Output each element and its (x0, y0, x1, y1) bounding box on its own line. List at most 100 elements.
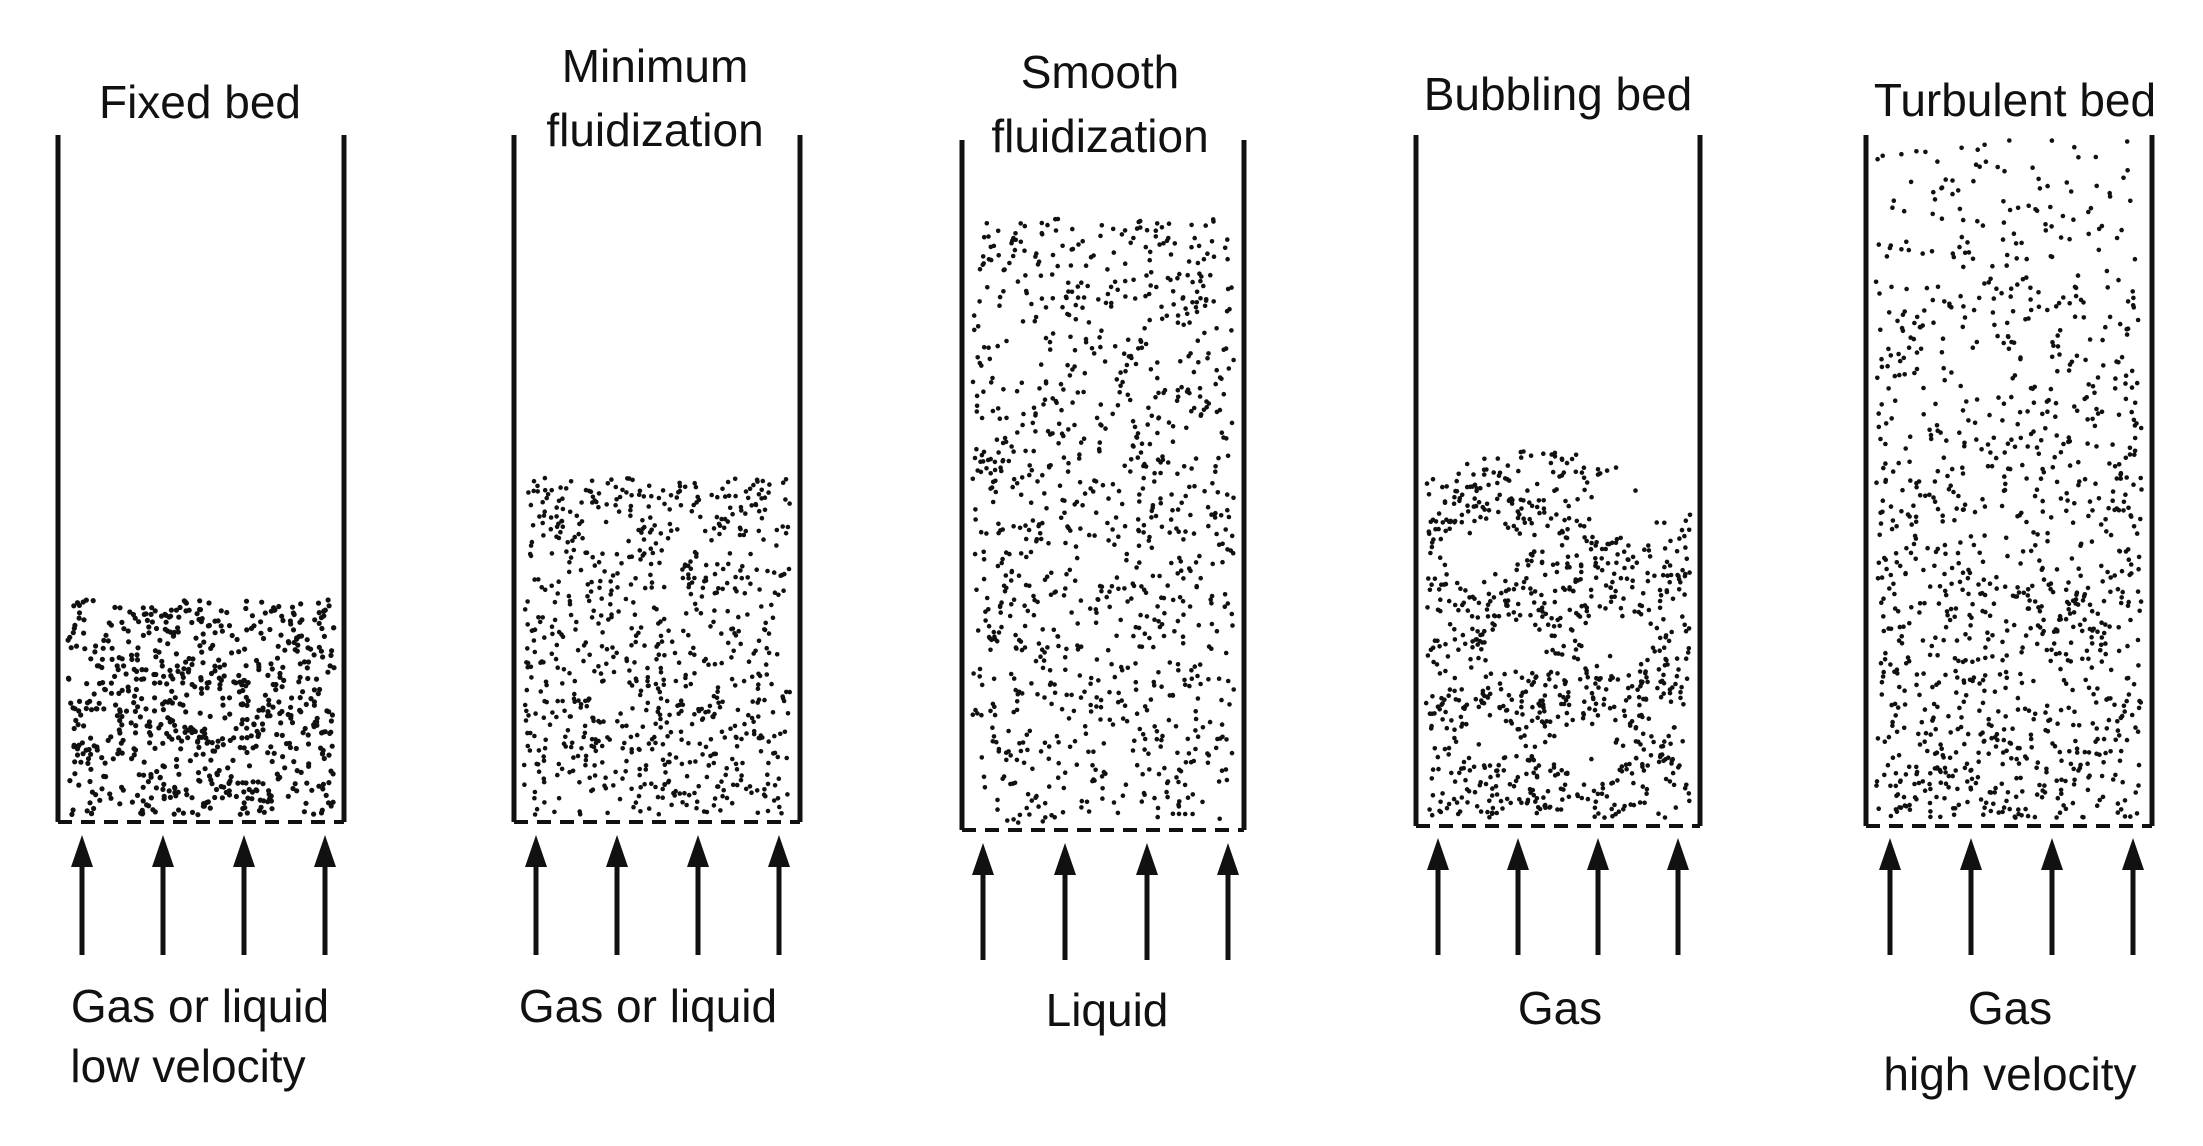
particle (1205, 760, 1211, 766)
particle (1631, 802, 1637, 808)
particle (240, 717, 246, 723)
particle (2085, 787, 2091, 793)
particle (119, 784, 125, 791)
particle (1506, 587, 1511, 592)
particle (1901, 208, 1907, 214)
particle (1966, 250, 1972, 255)
particle (1041, 658, 1047, 663)
particle (2004, 675, 2010, 681)
particle (1099, 588, 1104, 594)
particle (1894, 793, 1899, 799)
particle (1159, 622, 1165, 627)
particle (1524, 724, 1529, 730)
particle (1973, 780, 1979, 786)
particle (1935, 284, 1941, 290)
particle (2042, 783, 2047, 788)
particle (759, 515, 765, 521)
particle (141, 759, 147, 765)
particle (981, 389, 986, 395)
particle (643, 763, 649, 768)
particle (298, 769, 304, 776)
particle (2099, 620, 2104, 625)
particle (1892, 701, 1898, 707)
particle (114, 713, 120, 719)
particle (1897, 563, 1903, 569)
particle (636, 746, 642, 752)
particle (2023, 317, 2028, 322)
particle (1574, 610, 1579, 616)
particle (1518, 497, 1524, 503)
particle (996, 746, 1002, 752)
particle (655, 686, 661, 691)
particle (1911, 503, 1916, 509)
particle (1921, 567, 1926, 573)
particle (1594, 540, 1599, 545)
particle (1494, 810, 1499, 816)
particle (2138, 475, 2143, 481)
particle (71, 725, 77, 732)
particle (678, 503, 684, 508)
particle (2107, 314, 2113, 320)
particle (236, 672, 242, 679)
particle (259, 599, 265, 605)
particle (306, 763, 312, 769)
particle (699, 717, 705, 723)
particle (326, 752, 332, 758)
particle (1159, 524, 1165, 530)
particle (786, 566, 792, 572)
particle (1876, 424, 1882, 430)
particle (1920, 638, 1926, 643)
particle (1904, 239, 1909, 245)
particle (1195, 734, 1201, 739)
particle (1224, 308, 1230, 314)
particle (1093, 607, 1099, 612)
particle (83, 705, 89, 712)
particle (1081, 389, 1086, 395)
particle (538, 660, 543, 665)
particle (71, 744, 77, 750)
particle (1932, 197, 1938, 202)
particle (94, 747, 100, 753)
particle (686, 572, 691, 577)
particle (1177, 595, 1183, 600)
particle (1446, 598, 1452, 604)
particle (686, 632, 691, 638)
particle (1518, 455, 1524, 460)
particle (1129, 596, 1134, 601)
particle (536, 769, 542, 774)
particle (2137, 608, 2142, 614)
particle (1018, 221, 1023, 226)
particle (131, 752, 137, 758)
particle (1600, 786, 1606, 791)
particle (1613, 588, 1618, 594)
particle (1631, 780, 1636, 786)
particle (1887, 586, 1892, 591)
particle (2071, 766, 2076, 772)
particle (1096, 678, 1101, 683)
particle (1669, 629, 1674, 635)
particle (692, 671, 697, 676)
particle (316, 610, 322, 616)
particle (304, 637, 310, 643)
particle (995, 797, 1000, 803)
particle (277, 710, 283, 717)
particle (2096, 226, 2102, 232)
particle (170, 718, 176, 724)
particle (598, 613, 604, 618)
particle (1040, 665, 1046, 671)
particle (778, 731, 783, 737)
particle (555, 772, 560, 778)
particle (645, 678, 650, 684)
particle (1612, 802, 1617, 808)
particle (1094, 704, 1099, 709)
particle (525, 730, 530, 736)
particle (1952, 656, 1958, 661)
particle (1942, 377, 1947, 383)
particle (689, 509, 695, 514)
particle (1177, 271, 1182, 277)
particle (1096, 297, 1101, 302)
particle (988, 456, 993, 462)
title-line-1: Turbulent bed (1874, 74, 2156, 126)
particle (1625, 557, 1630, 562)
particle (990, 701, 996, 707)
